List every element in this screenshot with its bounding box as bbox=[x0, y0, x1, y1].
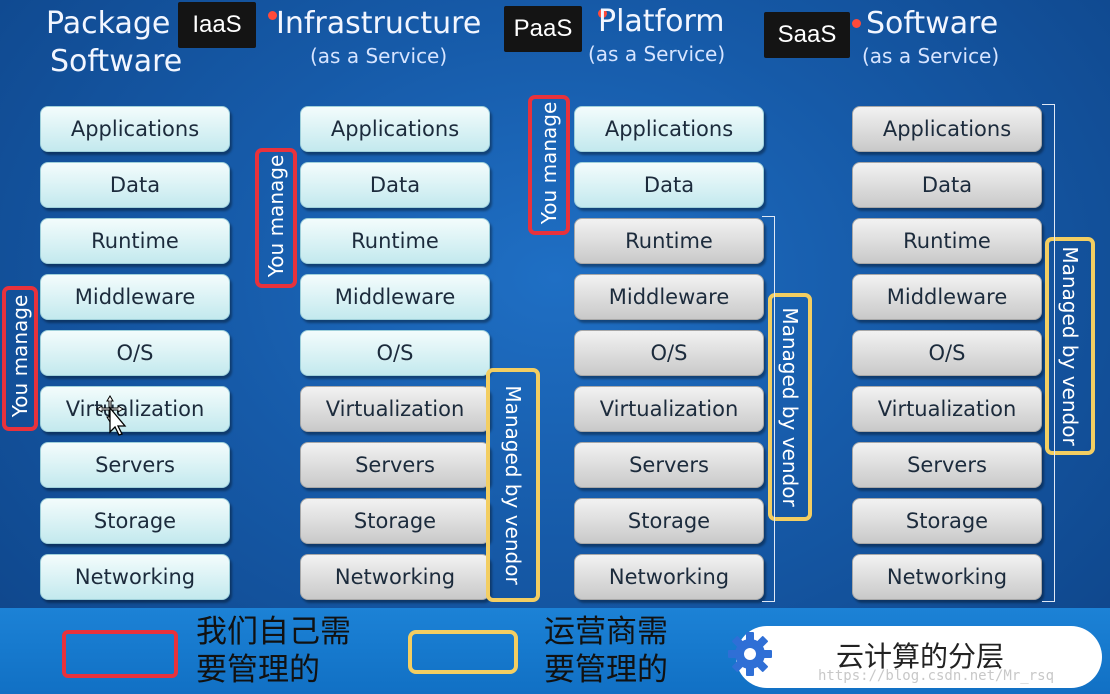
layer-saas-servers: Servers bbox=[852, 442, 1042, 488]
legend-vendor-line1: 运营商需 bbox=[544, 614, 668, 650]
layer-paas-networking: Networking bbox=[574, 554, 764, 600]
col-iaas-title: Infrastructure bbox=[276, 6, 482, 41]
layer-paas-virtualization: Virtualization bbox=[574, 386, 764, 432]
vendor-box-iaas bbox=[486, 368, 540, 602]
col-package-title-1: Package bbox=[46, 6, 171, 41]
layer-paas-data: Data bbox=[574, 162, 764, 208]
you-manage-label-paas: You manage bbox=[537, 101, 561, 225]
layer-iaas-os: O/S bbox=[300, 330, 490, 376]
layer-paas-storage: Storage bbox=[574, 498, 764, 544]
tag-iaas: IaaS bbox=[178, 2, 256, 48]
watermark: https://blog.csdn.net/Mr_rsq bbox=[818, 668, 1055, 684]
vendor-label-paas: Managed by vendor bbox=[778, 307, 802, 507]
layer-package-storage: Storage bbox=[40, 498, 230, 544]
you-manage-label-package: You manage bbox=[8, 294, 32, 418]
layer-paas-servers: Servers bbox=[574, 442, 764, 488]
vendor-box-paas bbox=[768, 293, 812, 521]
you-manage-box-package bbox=[2, 286, 38, 431]
layer-iaas-applications: Applications bbox=[300, 106, 490, 152]
layer-iaas-servers: Servers bbox=[300, 442, 490, 488]
you-manage-label-iaas: You manage bbox=[264, 154, 288, 278]
col-paas-subtitle: (as a Service) bbox=[588, 42, 726, 66]
tag-saas: SaaS bbox=[764, 12, 850, 58]
layer-package-servers: Servers bbox=[40, 442, 230, 488]
layer-iaas-runtime: Runtime bbox=[300, 218, 490, 264]
layer-saas-os: O/S bbox=[852, 330, 1042, 376]
legend-self-line2: 要管理的 bbox=[196, 652, 320, 688]
legend-vendor-line2: 要管理的 bbox=[544, 652, 668, 688]
col-saas-title: Software bbox=[866, 6, 999, 41]
layer-package-networking: Networking bbox=[40, 554, 230, 600]
layer-package-runtime: Runtime bbox=[40, 218, 230, 264]
layer-iaas-data: Data bbox=[300, 162, 490, 208]
layer-paas-applications: Applications bbox=[574, 106, 764, 152]
layer-saas-data: Data bbox=[852, 162, 1042, 208]
legend-title: 云计算的分层 bbox=[836, 640, 1005, 673]
layer-iaas-middleware: Middleware bbox=[300, 274, 490, 320]
layer-package-applications: Applications bbox=[40, 106, 230, 152]
legend-yellow-swatch bbox=[408, 630, 518, 674]
tag-paas: PaaS bbox=[504, 6, 582, 52]
tag-paas-dot bbox=[598, 9, 607, 18]
layer-saas-virtualization: Virtualization bbox=[852, 386, 1042, 432]
vendor-box-saas bbox=[1045, 237, 1095, 455]
tag-saas-dot bbox=[852, 19, 861, 28]
move-cursor-icon bbox=[96, 395, 127, 436]
col-package-title-2: Software bbox=[50, 44, 183, 79]
legend-self-line1: 我们自己需 bbox=[196, 614, 351, 650]
legend-red-swatch bbox=[62, 630, 178, 678]
tag-iaas-dot bbox=[268, 11, 277, 20]
you-manage-box-paas bbox=[528, 95, 570, 235]
layer-package-virtualization: Virtualization bbox=[40, 386, 230, 432]
legend-title-pill bbox=[736, 626, 1102, 688]
layer-saas-storage: Storage bbox=[852, 498, 1042, 544]
vendor-label-iaas: Managed by vendor bbox=[501, 385, 525, 585]
layer-paas-runtime: Runtime bbox=[574, 218, 764, 264]
layer-package-os: O/S bbox=[40, 330, 230, 376]
layer-saas-runtime: Runtime bbox=[852, 218, 1042, 264]
layer-paas-middleware: Middleware bbox=[574, 274, 764, 320]
vendor-label-saas: Managed by vendor bbox=[1058, 246, 1082, 446]
layer-paas-os: O/S bbox=[574, 330, 764, 376]
col-saas-subtitle: (as a Service) bbox=[862, 44, 1000, 68]
col-iaas-subtitle: (as a Service) bbox=[310, 44, 448, 68]
layer-saas-middleware: Middleware bbox=[852, 274, 1042, 320]
vendor-bracket-paas bbox=[762, 216, 775, 602]
gear-icon bbox=[728, 632, 772, 676]
layer-iaas-networking: Networking bbox=[300, 554, 490, 600]
col-paas-title: Platform bbox=[598, 4, 725, 39]
layer-iaas-virtualization: Virtualization bbox=[300, 386, 490, 432]
layer-package-middleware: Middleware bbox=[40, 274, 230, 320]
you-manage-box-iaas bbox=[255, 148, 297, 288]
layer-saas-networking: Networking bbox=[852, 554, 1042, 600]
layer-iaas-storage: Storage bbox=[300, 498, 490, 544]
vendor-bracket-saas bbox=[1042, 104, 1055, 602]
layer-package-data: Data bbox=[40, 162, 230, 208]
layer-saas-applications: Applications bbox=[852, 106, 1042, 152]
